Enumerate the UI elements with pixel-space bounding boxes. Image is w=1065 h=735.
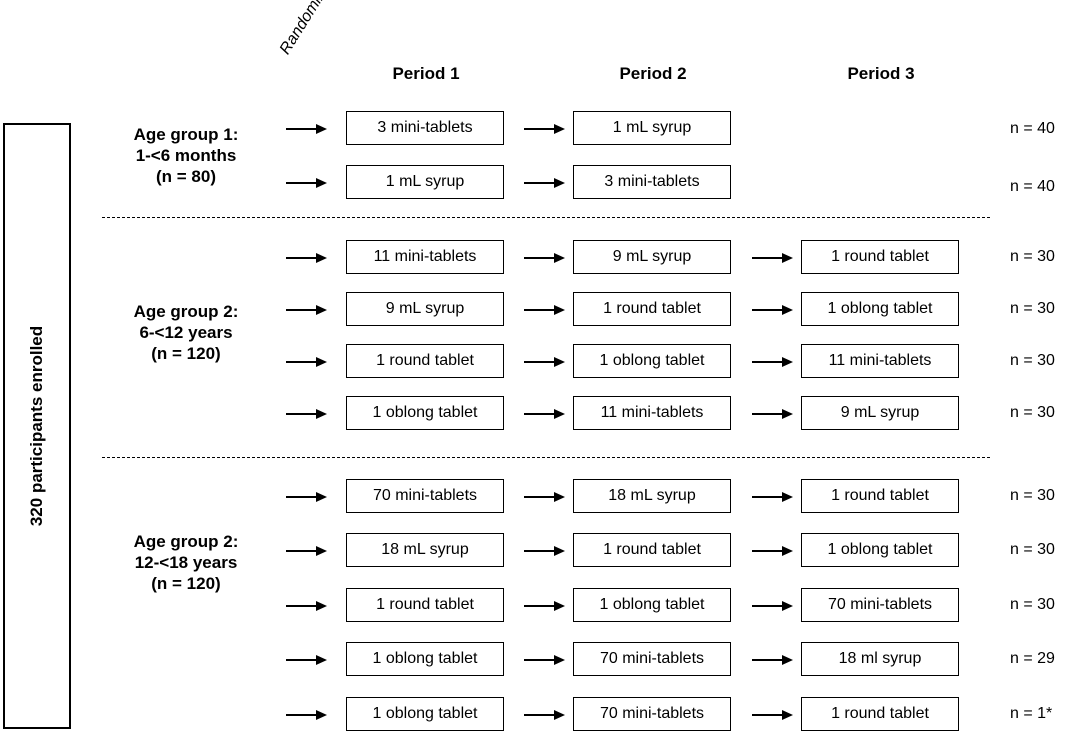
treatment-box: 3 mini-tablets bbox=[573, 165, 731, 199]
arm-count: n = 30 bbox=[1010, 596, 1055, 613]
arm-count: n = 1* bbox=[1010, 705, 1053, 722]
arm-count: n = 30 bbox=[1010, 541, 1055, 558]
arrow-icon bbox=[524, 251, 566, 263]
treatment-box: 1 round tablet bbox=[573, 533, 731, 567]
age-group-label-line: 12-<18 years bbox=[134, 553, 238, 572]
treatment-box: 9 mL syrup bbox=[573, 240, 731, 274]
group-divider bbox=[102, 457, 990, 458]
treatment-box: 9 mL syrup bbox=[801, 396, 959, 430]
arrow-icon bbox=[286, 176, 328, 188]
arrow-icon bbox=[752, 355, 794, 367]
arrow-icon bbox=[286, 355, 328, 367]
arrow-icon bbox=[752, 653, 794, 665]
age-group-label-line: 6-<12 years bbox=[139, 323, 233, 342]
randomization-label: Randomization bbox=[276, 0, 348, 58]
age-group-label: Age group 2: 6-<12 years (n = 120) bbox=[101, 301, 271, 364]
treatment-box: 1 round tablet bbox=[346, 588, 504, 622]
arm-count: n = 40 bbox=[1010, 178, 1055, 195]
arm-count: n = 29 bbox=[1010, 650, 1055, 667]
arrow-icon bbox=[286, 653, 328, 665]
arrow-icon bbox=[286, 407, 328, 419]
group-divider bbox=[102, 217, 990, 218]
age-group-label-line: (n = 120) bbox=[151, 574, 221, 593]
treatment-box: 70 mini-tablets bbox=[346, 479, 504, 513]
treatment-box: 70 mini-tablets bbox=[573, 642, 731, 676]
arm-count: n = 40 bbox=[1010, 120, 1055, 137]
treatment-box: 1 oblong tablet bbox=[801, 533, 959, 567]
age-group-label-line: (n = 80) bbox=[156, 167, 216, 186]
arrow-icon bbox=[524, 122, 566, 134]
treatment-box: 1 oblong tablet bbox=[573, 588, 731, 622]
treatment-box: 18 mL syrup bbox=[346, 533, 504, 567]
arm-count: n = 30 bbox=[1010, 404, 1055, 421]
arrow-icon bbox=[286, 122, 328, 134]
treatment-box: 1 round tablet bbox=[801, 479, 959, 513]
treatment-box: 11 mini-tablets bbox=[801, 344, 959, 378]
treatment-box: 1 oblong tablet bbox=[346, 396, 504, 430]
arrow-icon bbox=[286, 708, 328, 720]
arrow-icon bbox=[752, 708, 794, 720]
treatment-box: 1 oblong tablet bbox=[346, 642, 504, 676]
age-group-label-line: Age group 2: bbox=[133, 302, 239, 321]
enrollment-box: 320 participants enrolled bbox=[3, 123, 71, 729]
arm-count: n = 30 bbox=[1010, 300, 1055, 317]
treatment-box: 18 ml syrup bbox=[801, 642, 959, 676]
treatment-box: 1 oblong tablet bbox=[801, 292, 959, 326]
treatment-box: 18 mL syrup bbox=[573, 479, 731, 513]
arrow-icon bbox=[524, 355, 566, 367]
age-group-label-line: Age group 1: bbox=[133, 125, 239, 144]
arrow-icon bbox=[752, 544, 794, 556]
age-group-label: Age group 1: 1-<6 months (n = 80) bbox=[101, 124, 271, 187]
arrow-icon bbox=[752, 407, 794, 419]
age-group-label-line: (n = 120) bbox=[151, 344, 221, 363]
treatment-box: 11 mini-tablets bbox=[346, 240, 504, 274]
period-2-header: Period 2 bbox=[619, 64, 687, 83]
treatment-box: 1 oblong tablet bbox=[573, 344, 731, 378]
arrow-icon bbox=[286, 599, 328, 611]
treatment-box: 1 round tablet bbox=[346, 344, 504, 378]
age-group-label-line: Age group 2: bbox=[133, 532, 239, 551]
treatment-box: 11 mini-tablets bbox=[573, 396, 731, 430]
arrow-icon bbox=[752, 599, 794, 611]
age-group-label: Age group 2: 12-<18 years (n = 120) bbox=[101, 531, 271, 594]
arrow-icon bbox=[286, 490, 328, 502]
treatment-box: 1 round tablet bbox=[801, 240, 959, 274]
treatment-box: 1 round tablet bbox=[801, 697, 959, 731]
arrow-icon bbox=[524, 653, 566, 665]
arrow-icon bbox=[524, 708, 566, 720]
treatment-box: 1 oblong tablet bbox=[346, 697, 504, 731]
period-1-header: Period 1 bbox=[392, 64, 460, 83]
arrow-icon bbox=[524, 544, 566, 556]
treatment-box: 70 mini-tablets bbox=[801, 588, 959, 622]
arrow-icon bbox=[524, 599, 566, 611]
arm-count: n = 30 bbox=[1010, 352, 1055, 369]
treatment-box: 1 mL syrup bbox=[346, 165, 504, 199]
treatment-box: 9 mL syrup bbox=[346, 292, 504, 326]
enrollment-label: 320 participants enrolled bbox=[27, 325, 46, 527]
period-3-header: Period 3 bbox=[847, 64, 915, 83]
arrow-icon bbox=[752, 303, 794, 315]
treatment-box: 70 mini-tablets bbox=[573, 697, 731, 731]
arm-count: n = 30 bbox=[1010, 248, 1055, 265]
treatment-box: 3 mini-tablets bbox=[346, 111, 504, 145]
age-group-label-line: 1-<6 months bbox=[135, 146, 237, 165]
arrow-icon bbox=[752, 490, 794, 502]
treatment-box: 1 round tablet bbox=[573, 292, 731, 326]
arm-count: n = 30 bbox=[1010, 487, 1055, 504]
arrow-icon bbox=[524, 303, 566, 315]
arrow-icon bbox=[286, 251, 328, 263]
arrow-icon bbox=[524, 176, 566, 188]
treatment-box: 1 mL syrup bbox=[573, 111, 731, 145]
arrow-icon bbox=[524, 407, 566, 419]
arrow-icon bbox=[524, 490, 566, 502]
arrow-icon bbox=[286, 544, 328, 556]
arrow-icon bbox=[752, 251, 794, 263]
arrow-icon bbox=[286, 303, 328, 315]
